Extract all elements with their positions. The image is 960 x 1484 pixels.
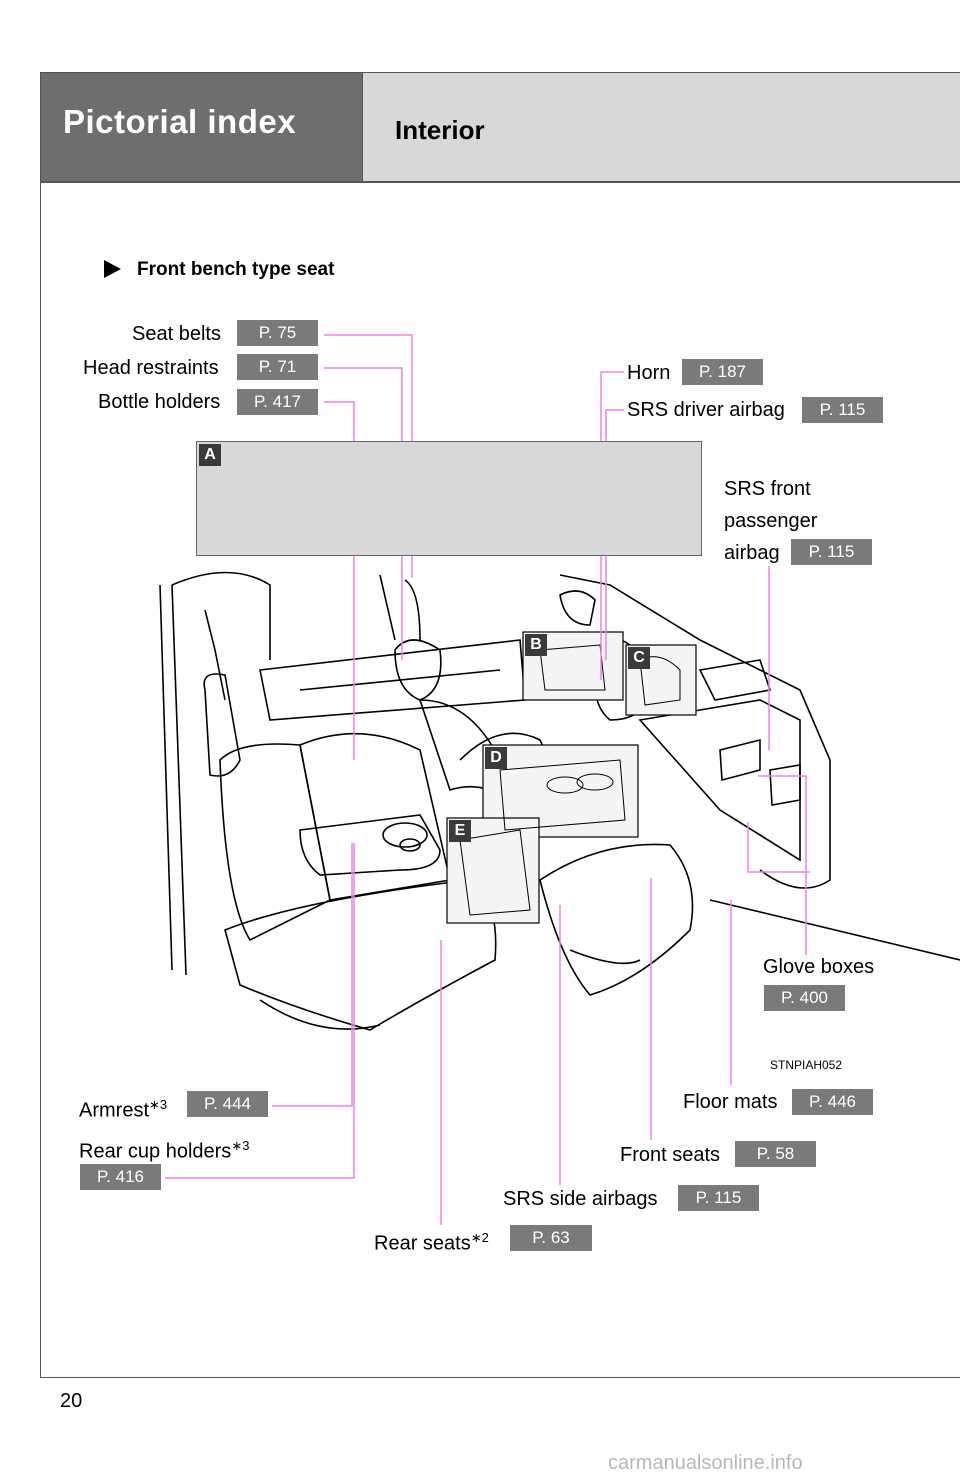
front-headrest: [394, 639, 442, 701]
label-bottle-holders: Bottle holders: [98, 391, 221, 413]
dashboard-outline: [559, 574, 831, 889]
label-horn: Horn: [627, 362, 671, 384]
leader-head-restraints: [324, 367, 403, 660]
page-number: 20: [60, 1390, 83, 1412]
callout-zone-a: [196, 441, 702, 556]
page-link-head-restraints[interactable]: P. 71: [237, 354, 318, 380]
page-link-horn[interactable]: P. 187: [682, 359, 763, 385]
page-link-armrest[interactable]: P. 444: [187, 1091, 268, 1117]
floor-line: [709, 899, 960, 961]
page-link-rear-seats[interactable]: P. 63: [510, 1225, 592, 1251]
label-seat-belts: Seat belts: [132, 323, 221, 345]
leader-glove-boxes-2: [747, 822, 810, 873]
section-title: Pictorial index: [63, 103, 297, 140]
rear-armrest: [299, 814, 441, 876]
front-seat-cushion: [539, 843, 694, 996]
armrest-text: Armrest: [79, 1099, 149, 1122]
page-header: Interior: [363, 73, 960, 181]
leader-srs-driver: [605, 409, 624, 660]
subheading: Front bench type seat: [104, 259, 334, 281]
armrest-footnote: ∗3: [149, 1097, 168, 1112]
watermark: carmanualsonline.info: [608, 1452, 803, 1474]
marker-c: C: [628, 647, 650, 669]
marker-b: B: [525, 634, 547, 656]
rear-cup-holders-text: Rear cup holders: [79, 1140, 232, 1163]
header-divider: [41, 181, 960, 183]
label-glove-boxes: Glove boxes: [763, 956, 875, 978]
rear-seat-back-right: [299, 732, 451, 901]
page-link-rear-cup-holders[interactable]: P. 416: [80, 1164, 161, 1190]
glove-box: [769, 764, 801, 806]
rear-seat-belt: [204, 609, 226, 701]
leader-lines: [165, 334, 810, 1225]
leader-rear-cup-holders: [165, 843, 355, 1179]
image-code: STNPIAH052: [770, 1058, 843, 1072]
page-link-glove-boxes[interactable]: P. 400: [764, 985, 845, 1011]
leader-armrest: [272, 843, 353, 1107]
label-floor-mats: Floor mats: [683, 1091, 778, 1113]
inset-details: [459, 644, 681, 916]
label-rear-seats: Rear seats∗2: [374, 1226, 489, 1256]
triangle-bullet-icon: [104, 260, 121, 278]
page-link-srs-side-airbags[interactable]: P. 115: [678, 1185, 759, 1211]
rear-seats-text: Rear seats: [374, 1232, 471, 1255]
rear-cup-holder-inner: [399, 838, 421, 852]
rear-seat-back-left: [219, 743, 331, 942]
page-link-front-seats[interactable]: P. 58: [735, 1141, 816, 1167]
roof-edge: [171, 571, 271, 660]
label-srs-front-line1: SRS front: [724, 478, 811, 500]
b-pillar: [404, 579, 421, 641]
label-armrest: Armrest∗3: [79, 1093, 167, 1123]
rear-seat-edge: [259, 999, 381, 1030]
label-srs-driver-airbag: SRS driver airbag: [627, 399, 785, 421]
rear-seats-footnote: ∗2: [470, 1230, 489, 1245]
rear-seat-cushion: [224, 879, 497, 1031]
door-pillar: [159, 584, 173, 971]
page-title: Interior: [395, 115, 485, 145]
label-srs-side-airbags: SRS side airbags: [503, 1188, 658, 1210]
label-rear-cup-holders: Rear cup holders∗3: [79, 1134, 249, 1164]
page-link-seat-belts[interactable]: P. 75: [237, 320, 318, 346]
air-vent: [719, 738, 761, 782]
rear-view-mirror: [559, 590, 596, 626]
label-srs-front-line2: passenger: [724, 510, 818, 532]
leader-glove-boxes-1: [758, 775, 807, 955]
label-head-restraints: Head restraints: [83, 357, 219, 379]
page-link-bottle-holders[interactable]: P. 417: [237, 389, 318, 415]
front-seat-lever: [569, 949, 641, 965]
page-frame: [40, 72, 960, 1378]
center-console: [638, 699, 801, 862]
page-link-srs-driver-airbag[interactable]: P. 115: [802, 397, 883, 423]
marker-e: E: [449, 820, 471, 842]
section-header: Pictorial index: [41, 73, 363, 181]
page-link-srs-front-passenger[interactable]: P. 115: [791, 539, 872, 565]
label-srs-front-line3: airbag: [724, 542, 780, 564]
rear-cup-holder: [382, 822, 428, 848]
subheading-text: Front bench type seat: [137, 259, 335, 280]
page-link-floor-mats[interactable]: P. 446: [792, 1089, 873, 1115]
rear-cup-holders-footnote: ∗3: [231, 1138, 250, 1153]
rear-headrest: [203, 673, 241, 777]
leader-horn: [600, 371, 624, 680]
marker-d: D: [485, 747, 507, 769]
marker-a: A: [199, 444, 221, 466]
door-pillar-inner: [171, 584, 187, 976]
label-front-seats: Front seats: [620, 1144, 721, 1166]
leader-bottle-holders: [324, 401, 355, 760]
sun-visor: [698, 659, 772, 701]
front-seat-belt: [379, 574, 396, 641]
